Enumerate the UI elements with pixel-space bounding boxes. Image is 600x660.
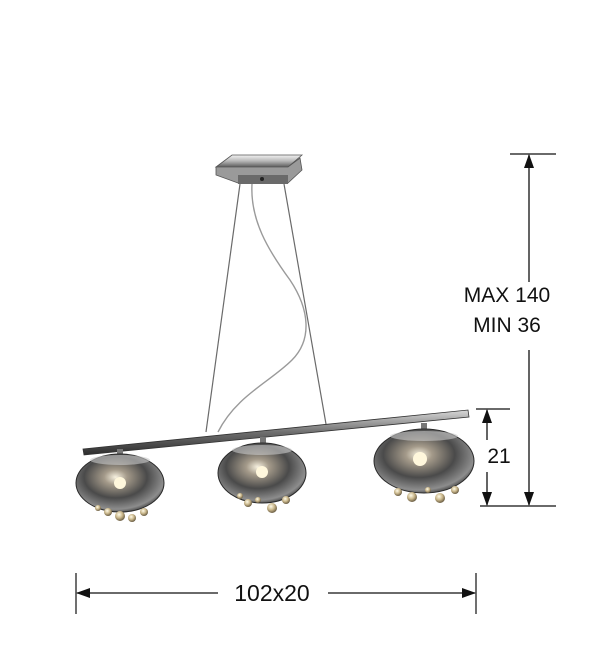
height-min-label: MIN 36 [473, 314, 541, 337]
shade-height-label: 21 [487, 445, 510, 468]
height-dimension: MAX 140 MIN 36 [464, 153, 556, 507]
shade-right [373, 423, 475, 503]
light-bar [82, 409, 470, 456]
suspension-wires [205, 183, 327, 433]
ceiling-canopy [214, 154, 304, 184]
shade-center [217, 437, 307, 513]
shade-left [75, 449, 165, 522]
shade-height-dimension: 21 [476, 408, 511, 506]
height-max-label: MAX 140 [464, 284, 550, 307]
width-dimension: 102x20 [75, 573, 477, 614]
width-label: 102x20 [234, 580, 309, 606]
